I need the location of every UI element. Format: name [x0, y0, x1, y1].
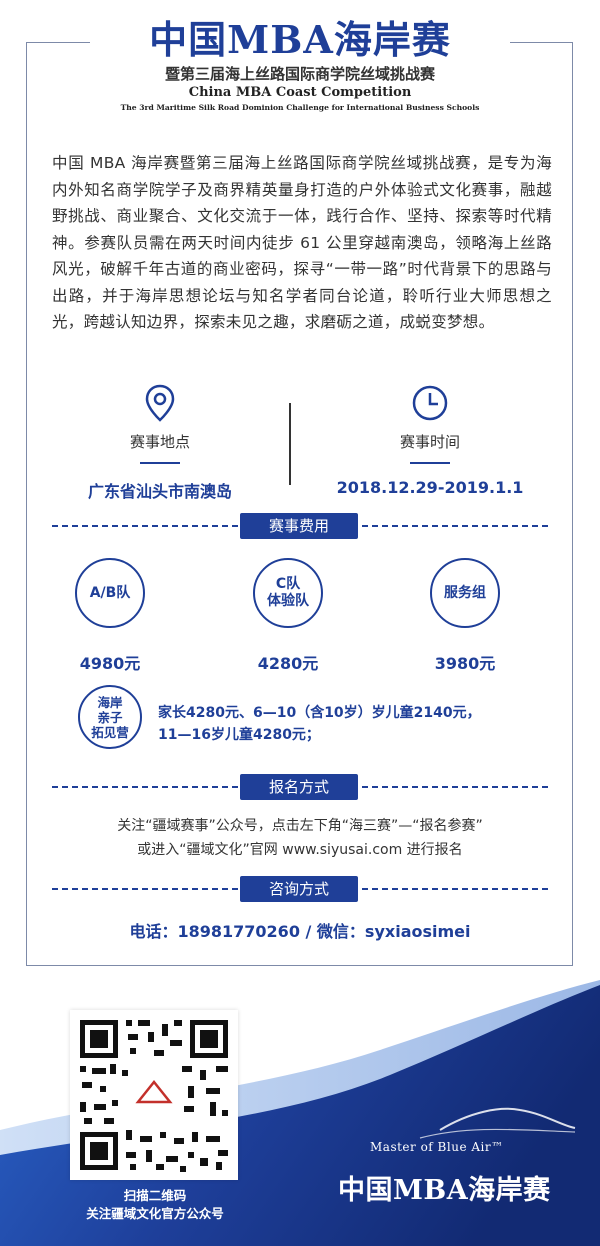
wave-logo-line — [439, 1107, 576, 1131]
fee-price-ab: 4980元 — [79, 654, 141, 673]
info-divider — [289, 403, 291, 485]
time-block: 赛事时间 2018.12.29-2019.1.1 — [310, 383, 550, 497]
brand-en: Master of Blue Air™ — [370, 1140, 504, 1154]
location-pin-icon — [145, 384, 175, 422]
family-camp-circle: 海岸 亲子 拓见营 — [78, 685, 142, 749]
page-subtitle: 暨第三届海上丝路国际商学院丝域挑战赛 — [164, 65, 435, 83]
scan-label: 扫描二维码 关注疆域文化官方公众号 — [60, 1187, 250, 1223]
intro-paragraph: 中国 MBA 海岸赛暨第三届海上丝路国际商学院丝域挑战赛，是专为海内外知名商学院… — [52, 154, 552, 331]
family-name-line3: 拓见营 — [91, 724, 129, 740]
fee-circle-ab: A/B队 — [75, 558, 145, 628]
scan-line2: 关注疆域文化官方公众号 — [86, 1206, 224, 1221]
contact-heading: 咨询方式 — [240, 876, 358, 902]
fee-name-ab: A/B队 — [89, 584, 131, 601]
fee-name-c: C队 体验队 — [267, 576, 309, 609]
scan-line1: 扫描二维码 — [123, 1188, 187, 1203]
register-text: 关注“疆域赛事”公众号，点击左下角“海三赛”—“报名参赛” 或进入“疆域文化”官… — [40, 814, 560, 862]
fee-circle-c: C队 体验队 — [253, 558, 323, 628]
page-title-en: China MBA Coast Competition — [188, 85, 412, 100]
fee-circle-service: 服务组 — [430, 558, 500, 628]
time-underline — [410, 462, 450, 464]
venue-value: 广东省汕头市南澳岛 — [87, 482, 232, 501]
family-name-line1: 海岸 — [97, 694, 123, 710]
qr-logo-icon — [135, 1079, 173, 1104]
fee-name-service: 服务组 — [444, 584, 486, 601]
register-line1: 关注“疆域赛事”公众号，点击左下角“海三赛”—“报名参赛” — [117, 818, 483, 834]
venue-block: 赛事地点 广东省汕头市南澳岛 — [40, 383, 280, 502]
venue-underline — [140, 462, 180, 464]
family-price-line2: 11—16岁儿童4280元； — [158, 727, 320, 743]
title-block: 中国MBA海岸赛 暨第三届海上丝路国际商学院丝域挑战赛 China MBA Co… — [90, 16, 510, 114]
clock-icon — [412, 385, 448, 421]
register-heading: 报名方式 — [240, 774, 358, 800]
contact-text: 电话：18981770260 / 微信：syxiaosimei — [129, 922, 471, 941]
fees-heading: 赛事费用 — [240, 513, 358, 539]
family-name-line2: 亲子 — [97, 709, 123, 725]
fee-price-service: 3980元 — [434, 654, 496, 673]
family-camp-price: 家长4280元、6—10（含10岁）岁儿童2140元， 11—16岁儿童4280… — [158, 702, 558, 746]
page-subtitle-en: The 3rd Maritime Silk Road Dominion Chal… — [120, 103, 480, 112]
time-value: 2018.12.29-2019.1.1 — [336, 478, 524, 497]
time-label: 赛事时间 — [399, 433, 460, 451]
page-title: 中国MBA海岸赛 — [149, 17, 451, 62]
venue-label: 赛事地点 — [129, 433, 190, 451]
brand-cn: 中国MBA海岸赛 — [338, 1175, 551, 1206]
fee-price-c: 4280元 — [257, 654, 319, 673]
register-line2: 或进入“疆域文化”官网 www.siyusai.com 进行报名 — [137, 842, 463, 858]
family-price-line1: 家长4280元、6—10（含10岁）岁儿童2140元， — [158, 705, 481, 721]
qr-code-image — [70, 1010, 238, 1180]
qr-code — [70, 1010, 238, 1180]
